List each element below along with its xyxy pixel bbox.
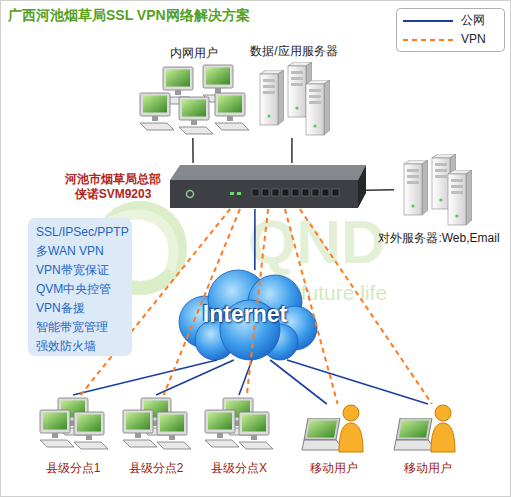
port (282, 189, 289, 196)
diagram-title: 广西河池烟草局SSL VPN网络解决方案 (8, 7, 250, 25)
mobile-user-icon (394, 405, 455, 452)
public-network-line (270, 360, 327, 404)
node-label: Internet (175, 300, 315, 329)
status-led (237, 192, 241, 195)
router-device (170, 165, 366, 208)
server-icon (404, 160, 428, 215)
port (302, 189, 309, 196)
mobile-user: 移动用户 (388, 404, 468, 480)
router-logo (187, 191, 194, 198)
laptop-icon (302, 418, 344, 450)
data-server-cluster (260, 62, 330, 135)
lan-link (366, 189, 394, 191)
pc-icon (215, 93, 249, 130)
legend-sample (403, 35, 453, 45)
person-icon (339, 405, 363, 452)
branch-pc-cluster (205, 398, 273, 449)
node-label: 移动用户 (380, 461, 476, 476)
port (252, 189, 259, 196)
branch-site: 县级分点1 (35, 395, 111, 480)
status-led (230, 192, 234, 195)
branch-pc-cluster (40, 398, 108, 449)
pc-icon (140, 93, 174, 130)
vpn-tunnel-line (285, 209, 338, 404)
node-label: 数据/应用服务器 (234, 44, 354, 59)
node-label: SSL/IPSec/PPTP (36, 225, 128, 240)
node-label: VPN备援 (36, 301, 128, 316)
server-icon (448, 170, 472, 225)
pc-icon (239, 412, 273, 449)
lan-pc-cluster (140, 65, 249, 134)
node-label: QVM中央控管 (36, 282, 128, 297)
public-network-line (254, 209, 256, 270)
public-network-line (156, 360, 234, 395)
pc-icon (157, 412, 191, 449)
branch-site: 县级分点2 (118, 395, 194, 480)
lan-users: 内网用户 (135, 46, 253, 138)
node-label: 河池市烟草局总部 侠诺SVM9203 (60, 172, 166, 202)
port (332, 189, 339, 196)
internet-cloud-node: Internet (175, 270, 315, 360)
mobile-user-icon (302, 405, 363, 452)
node-label: 强效防火墙 (36, 339, 128, 354)
node-label: 县级分点1 (27, 461, 119, 476)
node-label: 内网用户 (135, 46, 253, 61)
lan-link (192, 138, 194, 163)
legend-text: 公网 (461, 13, 485, 28)
feature-list-box: SSL/IPSec/PPTP 多WAN VPN VPN带宽保证 QVM中央控管 VPN备… (28, 218, 132, 356)
node-label: 对外服务器:Web,Email (370, 231, 508, 246)
node-label: 智能带宽管理 (36, 320, 128, 335)
node-label: VPN带宽保证 (36, 263, 128, 278)
node-label: 县级分点X (192, 461, 286, 476)
node-label: 多WAN VPN (36, 244, 128, 259)
router-side (358, 165, 366, 208)
public-servers: 对外服务器:Web,Email (394, 155, 508, 249)
watermark-text: QND (248, 203, 386, 281)
port (272, 189, 279, 196)
server-icon (260, 70, 284, 125)
port (322, 189, 329, 196)
legend-text: VPN (461, 32, 486, 47)
mobile-user: 移动用户 (298, 404, 370, 480)
port (262, 189, 269, 196)
legend-line (403, 20, 453, 22)
laptop-icon (394, 418, 436, 450)
pc-icon (74, 412, 108, 449)
hq-router: 河池市烟草局总部 侠诺SVM9203 (60, 163, 366, 209)
port (292, 189, 299, 196)
router-top (170, 165, 366, 180)
legend-frame (397, 9, 505, 52)
legend-sample (403, 16, 453, 26)
pc-icon (40, 410, 74, 447)
node-label: 移动用户 (290, 461, 378, 476)
public-server-cluster (404, 154, 472, 225)
pc-icon (179, 97, 213, 134)
person-icon (431, 405, 455, 452)
server-icon (306, 80, 330, 135)
pc-icon (205, 410, 239, 447)
node-label: 县级分点2 (110, 461, 202, 476)
lan-link (291, 138, 293, 163)
legend-line (403, 39, 453, 41)
branch-pc-cluster (123, 398, 191, 449)
pc-icon (123, 410, 157, 447)
router-front (170, 180, 358, 208)
branch-site: 县级分点X (200, 395, 278, 480)
port (312, 189, 319, 196)
data-servers: 数据/应用服务器 (242, 44, 346, 138)
